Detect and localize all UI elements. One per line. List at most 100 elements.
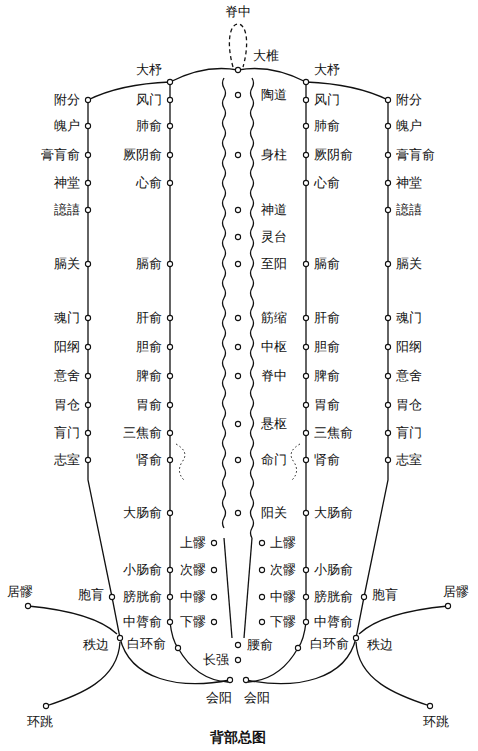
acupoint-label: 胆俞 bbox=[135, 340, 163, 354]
acupoint-dot bbox=[303, 373, 308, 378]
acupoint-label: 膀胱俞 bbox=[313, 590, 354, 604]
acupoint-dot bbox=[235, 67, 240, 72]
acupoint-label: 膈俞 bbox=[313, 257, 341, 271]
acupoint-label: 小肠俞 bbox=[122, 563, 163, 577]
acupoint-dot bbox=[427, 703, 432, 708]
acupoint-dot bbox=[167, 152, 172, 157]
acupoint-dot bbox=[259, 619, 264, 624]
acupoint-label: 脊中 bbox=[260, 369, 288, 383]
acupoint-label: 膏肓俞 bbox=[395, 148, 436, 162]
acupoint-dot bbox=[167, 79, 172, 84]
acupoint-label: 肺俞 bbox=[135, 119, 163, 133]
acupoint-dot bbox=[85, 315, 90, 320]
acupoint-dot bbox=[303, 594, 308, 599]
acupoint-dot bbox=[303, 567, 308, 572]
acupoint-label: 灵台 bbox=[260, 230, 288, 244]
figure-caption: 背部总图 bbox=[208, 730, 268, 746]
acupoint-label: 意舍 bbox=[395, 369, 423, 383]
acupoint-dot bbox=[85, 430, 90, 435]
acupoint-dot bbox=[353, 635, 358, 640]
acupoint-label: 心俞 bbox=[135, 176, 163, 190]
acupoint-label: 悬枢 bbox=[260, 417, 288, 431]
acupoint-label: 附分 bbox=[53, 93, 81, 107]
acupoint-label: 大肠俞 bbox=[122, 506, 163, 520]
acupoint-dot bbox=[235, 315, 240, 320]
acupoint-dot bbox=[85, 207, 90, 212]
acupoint-label: 中枢 bbox=[260, 340, 288, 354]
acupoint-dot bbox=[211, 540, 216, 545]
acupoint-dot bbox=[385, 373, 390, 378]
acupoint-dot bbox=[295, 645, 300, 650]
acupoint-dot bbox=[235, 207, 240, 212]
acupoint-label: 大肠俞 bbox=[313, 506, 354, 520]
acupoint-dot bbox=[303, 344, 308, 349]
acupoint-label: 膈俞 bbox=[135, 257, 163, 271]
acupoint-label: 上髎 bbox=[179, 536, 207, 550]
acupoint-dot bbox=[167, 457, 172, 462]
acupoint-dot bbox=[235, 421, 240, 426]
outer-meridian-right bbox=[246, 100, 388, 684]
acupoint-label: 会阳 bbox=[205, 691, 233, 705]
acupoint-label: 膈关 bbox=[53, 257, 81, 271]
sacrum-line-right bbox=[244, 538, 252, 638]
acupoint-label: 中髎 bbox=[179, 590, 207, 604]
acupoint-label: 胆俞 bbox=[313, 340, 341, 354]
acupoint-dot bbox=[167, 180, 172, 185]
acupoint-dot bbox=[385, 430, 390, 435]
acupoint-label: 志室 bbox=[53, 453, 81, 467]
acupoint-label: 大杼 bbox=[135, 63, 163, 77]
acupoint-dot bbox=[175, 645, 180, 650]
acupoint-label: 心俞 bbox=[313, 176, 341, 190]
acupoint-label: 意舍 bbox=[53, 369, 81, 383]
acupoint-label: 魄户 bbox=[53, 119, 81, 133]
acupoint-dot bbox=[303, 315, 308, 320]
acupoint-label: 魄户 bbox=[395, 119, 423, 133]
acupoint-dot bbox=[85, 373, 90, 378]
acupoint-label: 胃仓 bbox=[53, 398, 81, 412]
acupoint-dot bbox=[167, 510, 172, 515]
acupoint-label: 膀胱俞 bbox=[122, 590, 163, 604]
acupoint-dot bbox=[25, 603, 30, 608]
acupoint-dot bbox=[167, 594, 172, 599]
acupoint-dot bbox=[235, 510, 240, 515]
acupoint-dot bbox=[259, 594, 264, 599]
spine-line-right bbox=[251, 78, 254, 538]
acupoint-dot bbox=[445, 603, 450, 608]
outer-meridian-left bbox=[88, 100, 230, 684]
acupoint-dot bbox=[167, 430, 172, 435]
acupoint-dot bbox=[43, 703, 48, 708]
acupoint-dot bbox=[385, 123, 390, 128]
acupoint-label: 风门 bbox=[135, 93, 163, 107]
acupoint-dot bbox=[85, 402, 90, 407]
acupoint-label: 身柱 bbox=[260, 148, 288, 162]
acupoint-label: 胃俞 bbox=[135, 398, 163, 412]
acupoint-label: 譩譆 bbox=[395, 203, 423, 217]
acupoint-dot bbox=[85, 457, 90, 462]
acupoint-label: 胃仓 bbox=[395, 398, 423, 412]
acupoint-dot bbox=[385, 261, 390, 266]
acupoint-label: 譩譆 bbox=[53, 203, 81, 217]
hip-curve-right-upper bbox=[359, 606, 448, 634]
acupoint-dot bbox=[385, 315, 390, 320]
acupoint-label: 白环俞 bbox=[309, 637, 350, 651]
acupoint-label: 居髎 bbox=[442, 585, 470, 599]
acupoint-dot bbox=[385, 152, 390, 157]
acupoint-label: 厥阴俞 bbox=[122, 148, 163, 162]
acupoint-dot bbox=[385, 344, 390, 349]
acupoint-label: 次髎 bbox=[269, 563, 297, 577]
acupoint-label: 白环俞 bbox=[126, 637, 167, 651]
acupoint-dot bbox=[167, 123, 172, 128]
acupoint-label: 肝俞 bbox=[313, 311, 341, 325]
acupoint-dot bbox=[235, 261, 240, 266]
acupoint-dot bbox=[303, 79, 308, 84]
acupoint-label: 环跳 bbox=[26, 715, 54, 729]
acupoint-dot bbox=[303, 457, 308, 462]
acupoint-label: 至阳 bbox=[260, 257, 288, 271]
acupoint-dot bbox=[303, 180, 308, 185]
acupoint-label: 下髎 bbox=[179, 615, 207, 629]
acupoint-dot bbox=[85, 97, 90, 102]
acupoint-dot bbox=[303, 402, 308, 407]
acupoint-dot bbox=[85, 180, 90, 185]
acupoint-label: 神堂 bbox=[53, 176, 81, 190]
